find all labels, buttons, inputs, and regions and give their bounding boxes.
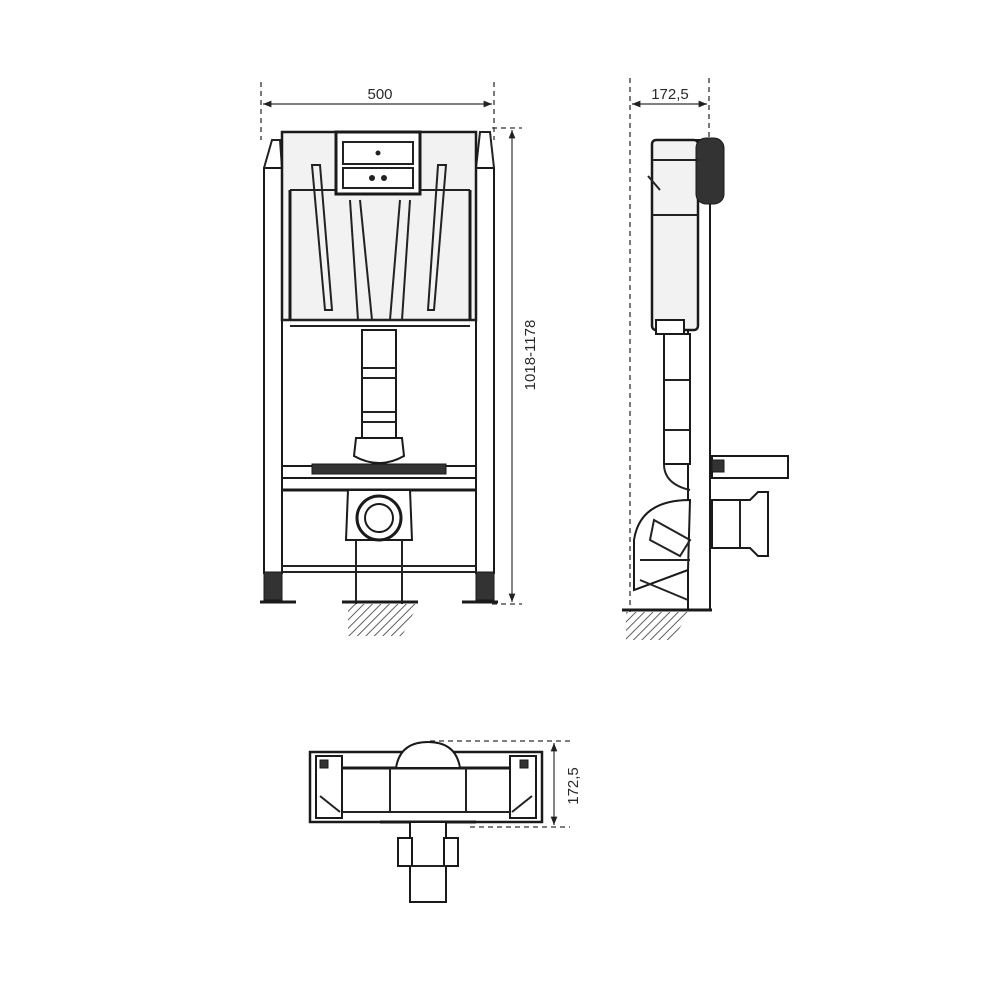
- side-connectors: [711, 455, 789, 557]
- flush-plate-frame: [334, 130, 422, 196]
- frame-uprights: [260, 131, 498, 604]
- front-width-label: 500: [367, 86, 392, 103]
- front-floor-hatch: [342, 600, 418, 636]
- front-height-label: 1018-1178: [522, 320, 539, 391]
- side-view: 172,5: [622, 78, 789, 640]
- front-view: 500 1018-1178: [260, 82, 539, 636]
- top-drain-pipe: [397, 821, 459, 903]
- side-drain-bend: [633, 498, 692, 601]
- front-width-dimension: 500: [260, 82, 495, 140]
- side-flush-pipe: [663, 333, 691, 491]
- top-view: 172,5: [308, 740, 582, 903]
- top-depth-label: 172,5: [565, 767, 582, 805]
- top-depth-dimension: 172,5: [430, 740, 582, 828]
- side-floor-hatch: [622, 608, 712, 640]
- flush-pipe: [352, 329, 406, 464]
- side-depth-label: 172,5: [651, 86, 689, 103]
- top-frame: [308, 750, 544, 824]
- side-cistern: [647, 137, 725, 335]
- side-depth-dimension: 172,5: [629, 78, 710, 612]
- drain-connection: [344, 489, 414, 604]
- front-height-dimension: 1018-1178: [492, 127, 539, 605]
- top-cistern-outline: [380, 740, 476, 824]
